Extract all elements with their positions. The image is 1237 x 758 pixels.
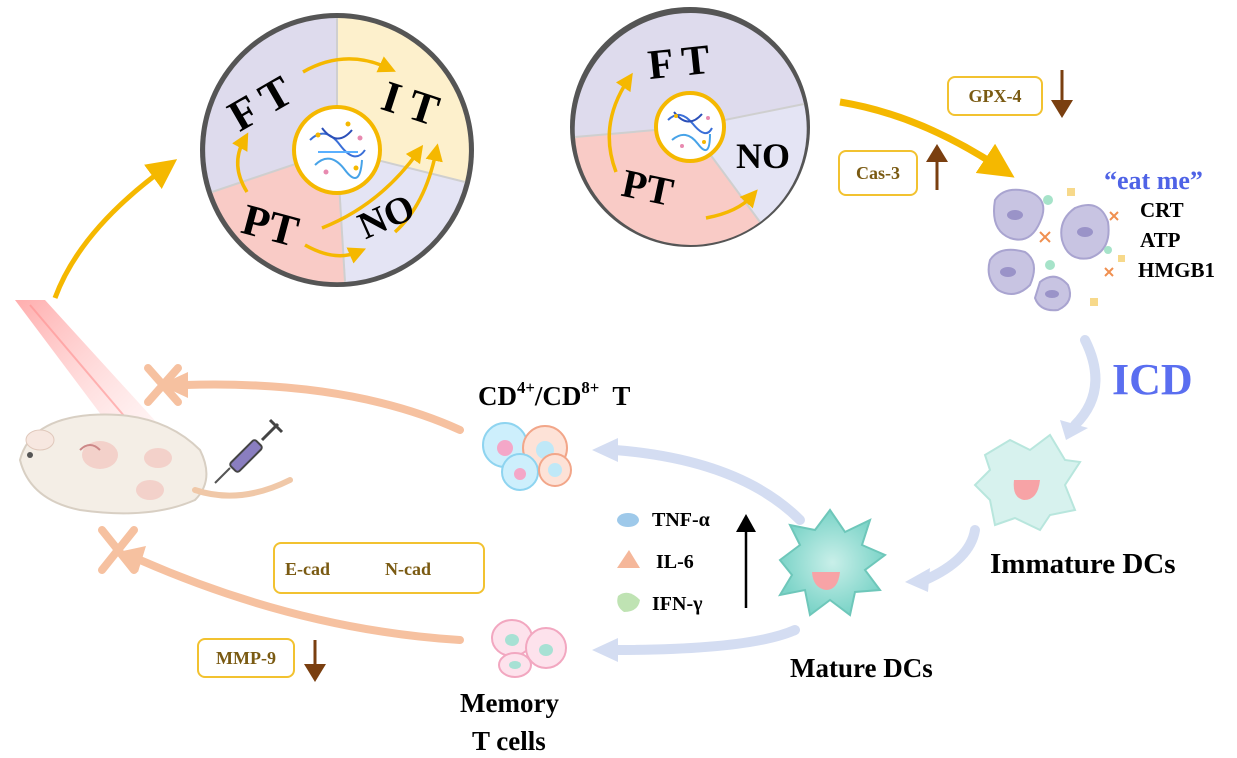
signal-atp: ATP [1140,228,1181,252]
ft-sector-right [574,12,804,138]
tnf-alpha-icon [617,513,639,527]
metastasis-inhibition-arrows [136,380,464,644]
left-therapy-wheel [200,13,474,287]
il6-icon [617,550,640,568]
cas3-badge: Cas-3 [838,150,918,196]
memory-t-cell-cluster [491,619,567,678]
mouse-with-laser [15,300,293,515]
cytokine-ifn-gamma: IFN-γ [652,593,703,615]
gpx4-down-arrow [1051,100,1073,118]
mmp9-badge: MMP-9 [197,638,295,678]
no-label-right: NO [736,136,790,176]
icd-label: ICD [1112,355,1193,404]
dying-tumor-cells [987,188,1125,312]
cadherin-box: E-cad N-cad [273,542,485,594]
immature-dc-cell [973,433,1082,532]
ncad-label: N-cad [385,559,431,579]
inhibition-x-marks [98,364,182,574]
mature-dc-cell [777,508,887,617]
signal-hmgb1: HMGB1 [1138,258,1215,282]
nanoparticle-right [654,91,726,163]
laser-to-wheel-arrow [52,159,178,299]
t-cells-t-text: T [599,381,631,411]
cytokine-tnf-alpha: TNF-α [652,509,710,531]
mouse-tail [192,477,293,499]
immature-dcs-label: Immature DCs [990,548,1176,580]
gpx4-badge: GPX-4 [947,76,1043,116]
syringe-icon [214,418,284,484]
pt-label-right: PT [617,160,678,215]
cytokine-up-arrow [736,514,756,608]
no-sector-left [337,150,465,282]
mature-dcs-label: Mature DCs [790,653,933,683]
mmp9-down-arrow [304,664,326,682]
signal-crt: CRT [1140,198,1184,222]
wheel-to-cell-arrow [839,98,1015,178]
ecad-label: E-cad [285,559,330,579]
t-cells-cd-text: CD [478,381,517,411]
ft-label-right: F T [645,36,713,90]
cas3-up-arrow [926,144,948,162]
ifn-gamma-icon [617,592,640,612]
cytokine-icons [617,513,640,612]
t-cells-mid-text: /CD [534,381,582,411]
eat-me-label: “eat me” [1104,166,1203,195]
cd4-superscript: 4+ [517,378,535,397]
nanoparticle-left [292,105,382,195]
cd8-superscript: 8+ [581,378,600,397]
t-cells-label: CD4+/CD8+ T [478,379,631,411]
right-therapy-wheel [570,7,810,247]
memory-label-line1: Memory [460,688,559,718]
immune-pathway-arrows [610,335,1101,655]
cytokine-il6: IL-6 [656,551,694,573]
cd4-cd8-t-cell-cluster [482,422,572,491]
memory-label-line2: T cells [472,726,546,756]
